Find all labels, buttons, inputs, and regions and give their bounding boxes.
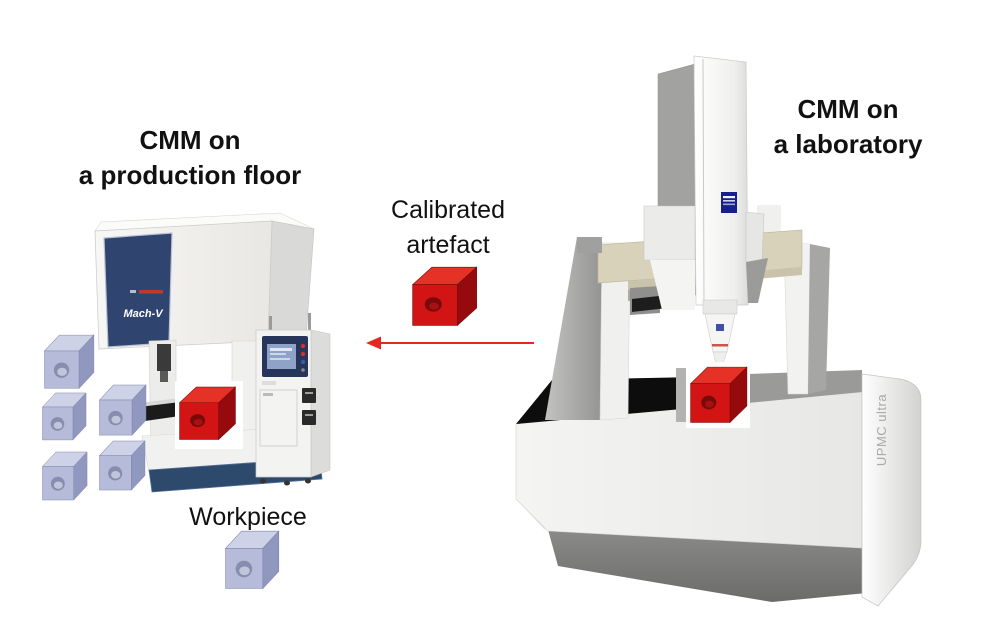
probe <box>702 299 738 369</box>
cabinet-caster-3 <box>305 478 311 484</box>
model-text: UPMC ultra <box>874 394 889 466</box>
cabinet-door <box>259 389 298 447</box>
cabinet-caster-1 <box>260 478 266 484</box>
ram-back-column <box>657 63 696 207</box>
screen-line-2 <box>270 353 286 355</box>
cabinet-right-face <box>310 329 331 478</box>
label-laboratory-cmm: CMM on a laboratory <box>728 92 968 162</box>
z-ram <box>693 55 749 306</box>
beam-top-block <box>577 237 602 253</box>
workpiece-cube-3 <box>99 384 147 436</box>
zeiss-logo <box>721 192 737 213</box>
cabinet-slot-upper-mark <box>305 392 313 394</box>
zeiss-logo-line-1 <box>723 196 735 199</box>
brand-mark-red <box>139 290 163 294</box>
screen-line-1 <box>270 348 292 351</box>
cabinet-slot-lower <box>302 410 316 425</box>
screen-line-3 <box>270 358 290 360</box>
model-panel <box>861 373 922 607</box>
cabinet-label-strip <box>262 381 276 385</box>
workpiece-cube-6 <box>225 530 280 589</box>
probe-joint <box>702 299 738 315</box>
probe-label <box>716 324 724 331</box>
label-workpiece: Workpiece <box>189 503 307 531</box>
cabinet-button-gray <box>301 368 305 372</box>
zeiss-logo-line-3 <box>723 203 735 206</box>
head-right-face <box>267 220 315 342</box>
zeiss-logo-square <box>721 192 737 213</box>
cabinet-slot-lower-mark <box>305 414 313 416</box>
cabinet-slot-upper <box>302 388 316 403</box>
brand-mark-small <box>130 290 136 293</box>
label-calibrated-artefact: Calibrated artefact <box>348 193 548 263</box>
carriage-left-lower <box>650 260 695 310</box>
label-production-cmm: CMM on a production floor <box>60 123 320 193</box>
laboratory-cmm: UPMC ultra <box>515 55 922 607</box>
cabinet-button-blue <box>300 359 306 365</box>
table-post <box>676 368 687 422</box>
workpiece-cube-2 <box>42 392 87 441</box>
cabinet-door-handle <box>263 393 273 396</box>
cabinet-caster-2 <box>284 480 290 486</box>
probe-rail <box>157 344 171 371</box>
cabinet-screen <box>267 344 296 369</box>
left-leg-front <box>599 242 631 421</box>
workpiece-cube-1 <box>44 334 95 389</box>
label-laboratory-line2: a laboratory <box>773 129 923 159</box>
label-laboratory-line1: CMM on <box>797 94 899 124</box>
transfer-arrow-head <box>366 336 381 350</box>
label-production-line1: CMM on <box>139 125 241 155</box>
production-cmm: Mach-V <box>94 212 331 493</box>
carriage-left <box>643 205 696 261</box>
cabinet-antenna-left <box>269 316 272 332</box>
label-artefact-line1: Calibrated <box>391 196 505 224</box>
beam-dark-slot <box>632 295 668 312</box>
brand-text: Mach-V <box>123 308 164 320</box>
right-leg-side <box>808 244 830 394</box>
calibrated-artefact-cube-laboratory <box>690 366 748 423</box>
workpiece-cube-4 <box>42 451 88 501</box>
probe-rail-tip <box>160 371 168 382</box>
cabinet-button-red-2 <box>300 351 306 357</box>
ram-seam <box>702 58 705 304</box>
cabinet-button-red-1 <box>300 343 306 349</box>
cabinet-antenna-right <box>308 313 311 331</box>
probe-ring <box>712 344 728 347</box>
label-production-line2: a production floor <box>78 160 302 190</box>
controller-cabinet <box>255 313 331 486</box>
left-leg-side <box>545 237 602 420</box>
carriage-right-wedge <box>746 258 768 303</box>
workpiece-cube-5 <box>99 440 146 491</box>
zeiss-logo-line-2 <box>723 200 735 202</box>
carriage-right <box>745 211 765 263</box>
transfer-arrow <box>366 336 534 350</box>
calibrated-artefact-cube-production <box>179 386 236 440</box>
label-artefact-line2: artefact <box>406 231 490 259</box>
calibrated-artefact-cube-transfer <box>412 266 477 326</box>
